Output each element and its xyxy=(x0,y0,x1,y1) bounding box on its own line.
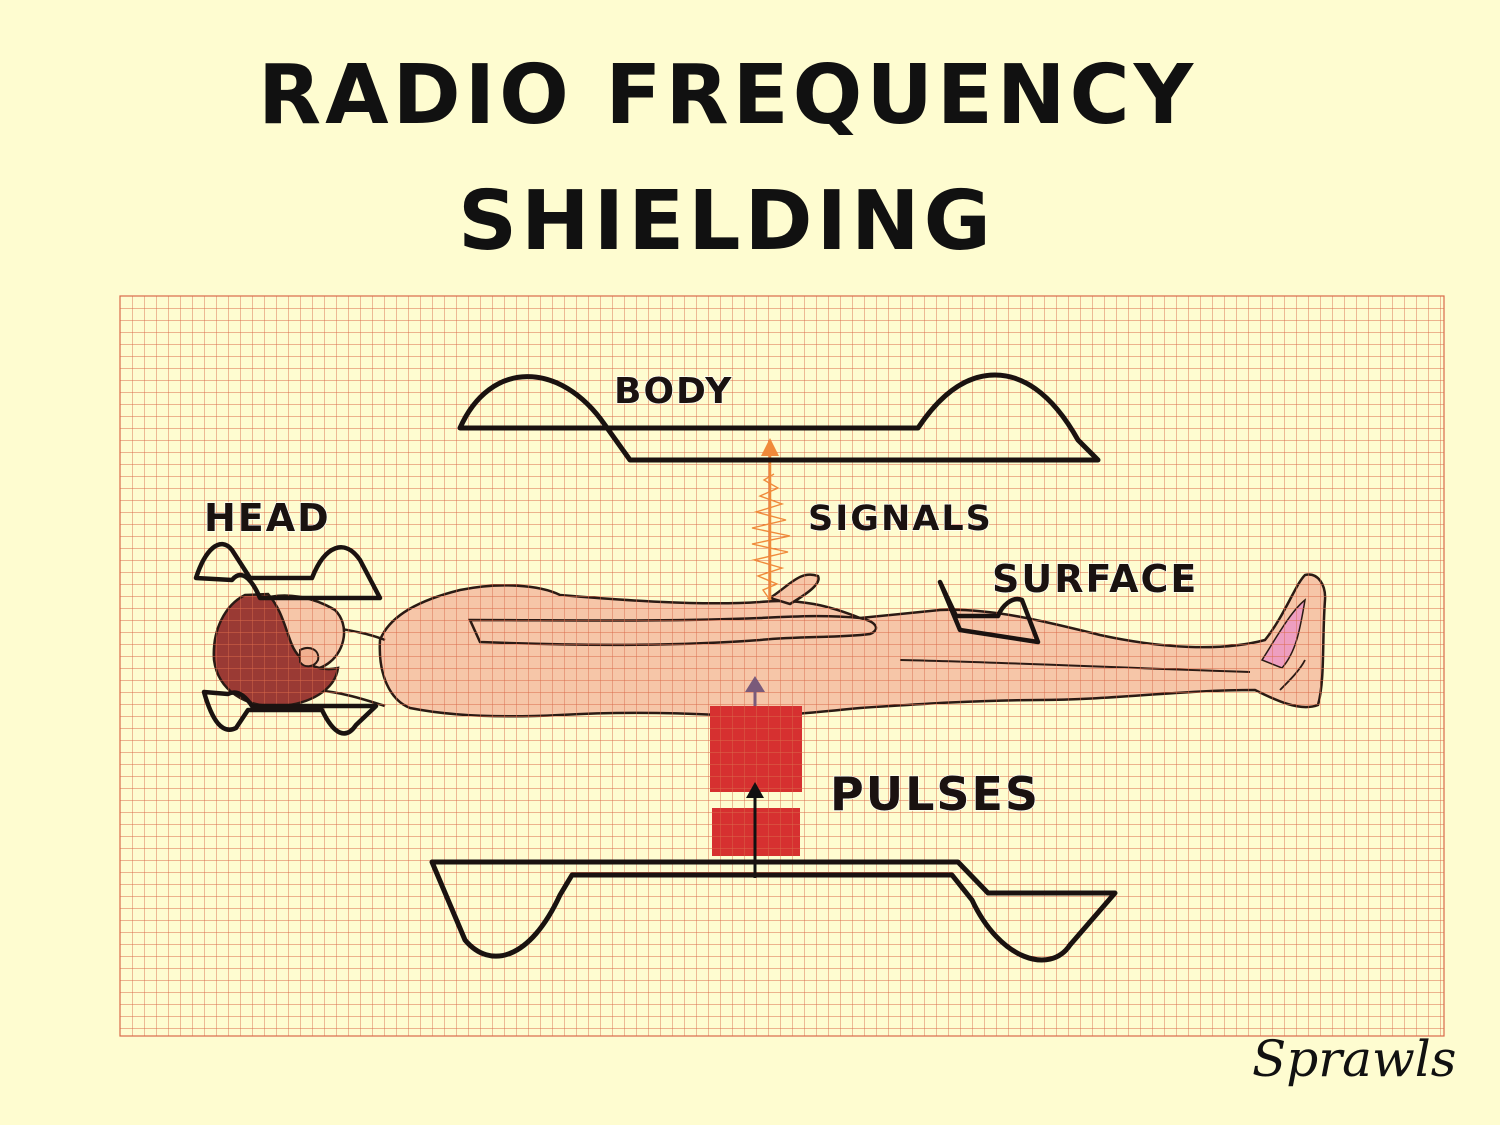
label-head: HEAD xyxy=(204,496,331,540)
signal-arrow-head xyxy=(761,438,779,456)
label-pulses: PULSES xyxy=(830,767,1040,821)
label-surface: SURFACE xyxy=(992,557,1198,601)
title-line-1: RADIO FREQUENCY xyxy=(258,48,1198,143)
signature: Sprawls xyxy=(1252,1030,1456,1088)
surface-coil xyxy=(937,579,1041,645)
label-signals: SIGNALS xyxy=(808,499,993,539)
pulse-arrow-head xyxy=(746,782,764,798)
label-body: BODY xyxy=(614,371,733,412)
signal-wave xyxy=(751,473,791,601)
grid-overlay xyxy=(119,295,1445,1037)
body-coil-bottom xyxy=(429,859,1118,963)
pulse-arrow-upper-head xyxy=(745,676,765,692)
body-coil-top xyxy=(457,372,1101,463)
title-line-2: SHIELDING xyxy=(458,174,995,269)
head-coil-bottom xyxy=(201,689,379,736)
head-coil-top xyxy=(193,542,383,601)
